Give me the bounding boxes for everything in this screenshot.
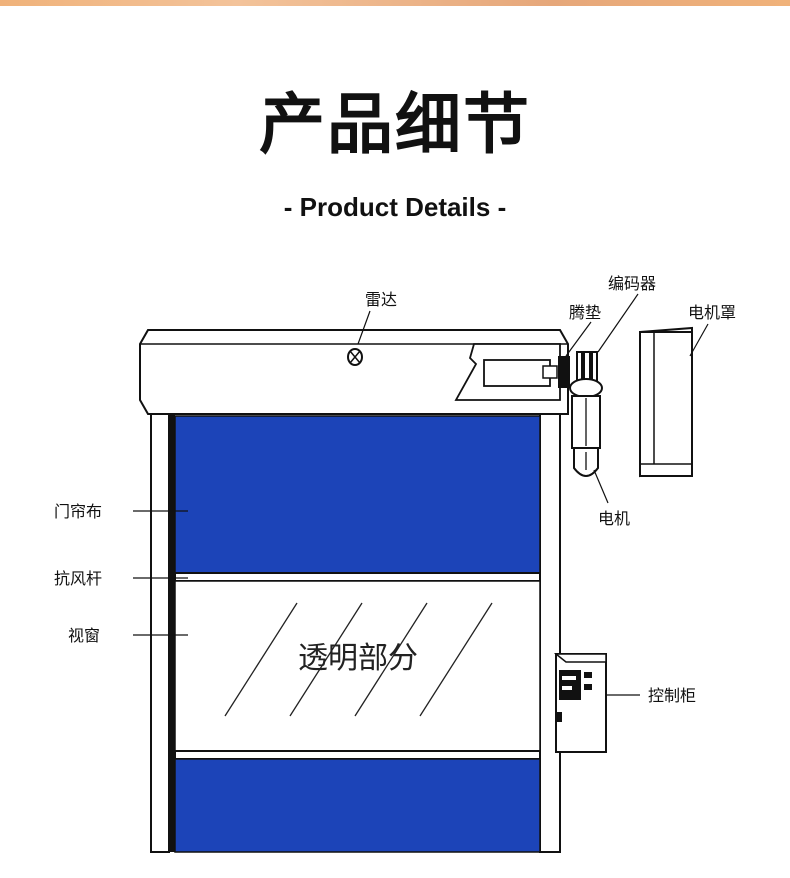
left-post: [150, 411, 170, 853]
page-subtitle: - Product Details -: [283, 192, 507, 222]
motor-cover: [639, 326, 693, 478]
wind-bar: [174, 572, 541, 582]
roller-shaft: [483, 359, 551, 387]
right-post: [539, 411, 561, 853]
control-box: [553, 653, 607, 753]
window-panel: [174, 580, 541, 752]
label-window: 视窗: [68, 626, 100, 645]
radar-icon: [347, 348, 363, 366]
page-title: 产品细节: [259, 86, 531, 163]
label-encoder: 编码器: [608, 274, 656, 293]
window-glare-lines: [224, 602, 493, 717]
label-wind-bar: 抗风杆: [54, 569, 102, 588]
curtain-upper: [174, 415, 541, 574]
curtain-lower: [174, 758, 541, 853]
label-curtain: 门帘布: [54, 502, 102, 521]
left-guide-rail: [169, 412, 175, 852]
label-motor-cover: 电机罩: [688, 303, 736, 322]
motor-assembly: [558, 351, 603, 477]
label-pad: 腾垫: [569, 303, 601, 322]
leader-lines: [133, 293, 709, 696]
label-control-box: 控制柜: [648, 686, 696, 705]
label-radar: 雷达: [365, 290, 397, 309]
label-transparent-part: 透明部分: [298, 641, 418, 676]
label-motor: 电机: [598, 509, 630, 528]
wind-bar-lower: [174, 750, 541, 760]
accent-top-bar: [0, 0, 790, 6]
